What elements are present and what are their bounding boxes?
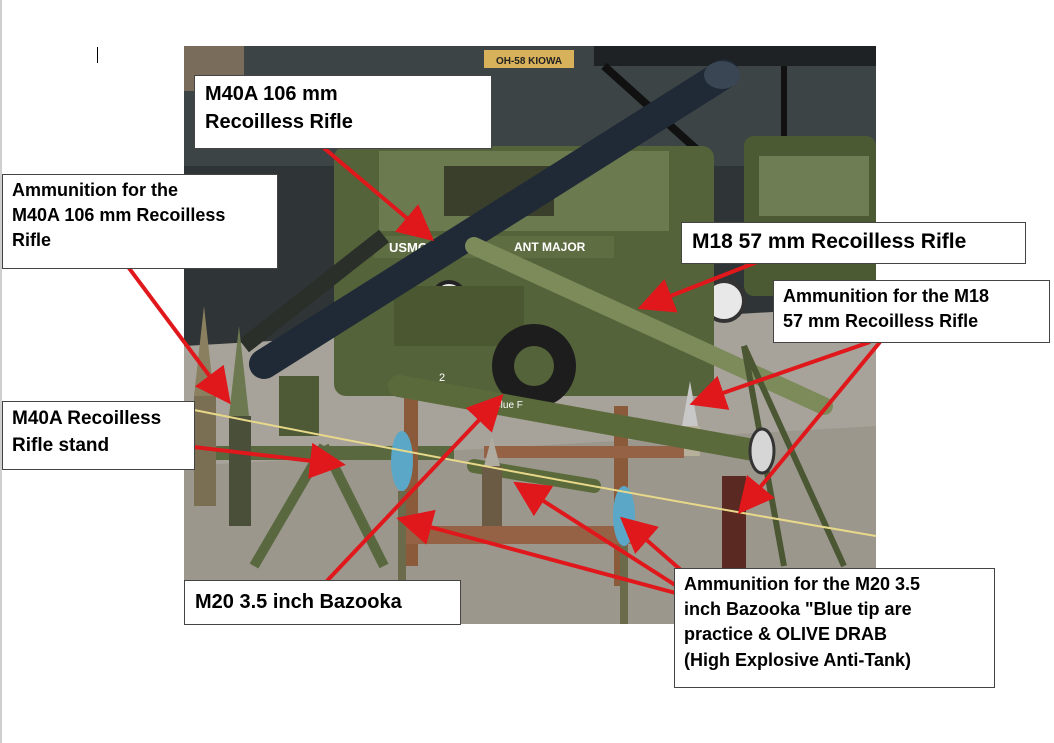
arrow-m20-bazooka [323,394,504,585]
arrow-m18-ammo-2 [737,340,882,515]
bazooka-marking: Blue F [494,400,523,411]
callout-m40a-stand: M40A Recoilless Rifle stand [2,401,195,470]
text-cursor [97,47,98,63]
callout-m20-bazooka-text: M20 3.5 inch Bazooka [195,591,402,613]
callout-m18-rifle-text: M18 57 mm Recoilless Rifle [692,230,967,253]
callout-m20-bazooka: M20 3.5 inch Bazooka [184,580,461,625]
callout-m20-ammo-text: Ammunition for the M20 3.5 inch Bazooka … [684,574,921,670]
callout-m40a-rifle-text: M40A 106 mm Recoilless Rifle [205,83,353,133]
museum-photo: OH-58 KIOWA USMC ANT MAJOR 2 [184,46,876,624]
callout-m40a-ammo: Ammunition for the M40A 106 mm Recoilles… [2,174,278,269]
photo-drawing: OH-58 KIOWA USMC ANT MAJOR 2 [184,46,876,624]
callout-m40a-rifle: M40A 106 mm Recoilless Rifle [194,75,492,149]
bumper-text-right: ANT MAJOR [514,240,586,254]
arrow-m40a-rifle [316,141,435,242]
callout-m18-ammo: Ammunition for the M18 57 mm Recoilless … [773,280,1050,343]
arrow-m20-ammo-2 [513,481,685,592]
callout-m18-rifle: M18 57 mm Recoilless Rifle [681,222,1026,264]
callout-m18-ammo-text: Ammunition for the M18 57 mm Recoilless … [783,286,989,332]
arrow-m20-ammo-1 [396,509,684,597]
callout-m40a-ammo-text: Ammunition for the M40A 106 mm Recoilles… [12,180,226,251]
callout-m40a-stand-text: M40A Recoilless Rifle stand [12,408,162,456]
arrow-m18-ammo-1 [689,340,871,410]
callout-m20-ammo: Ammunition for the M20 3.5 inch Bazooka … [674,568,995,688]
hangar-sign: OH-58 KIOWA [496,56,562,67]
jeep-number: 2 [439,372,445,384]
page-edge [0,0,2,743]
